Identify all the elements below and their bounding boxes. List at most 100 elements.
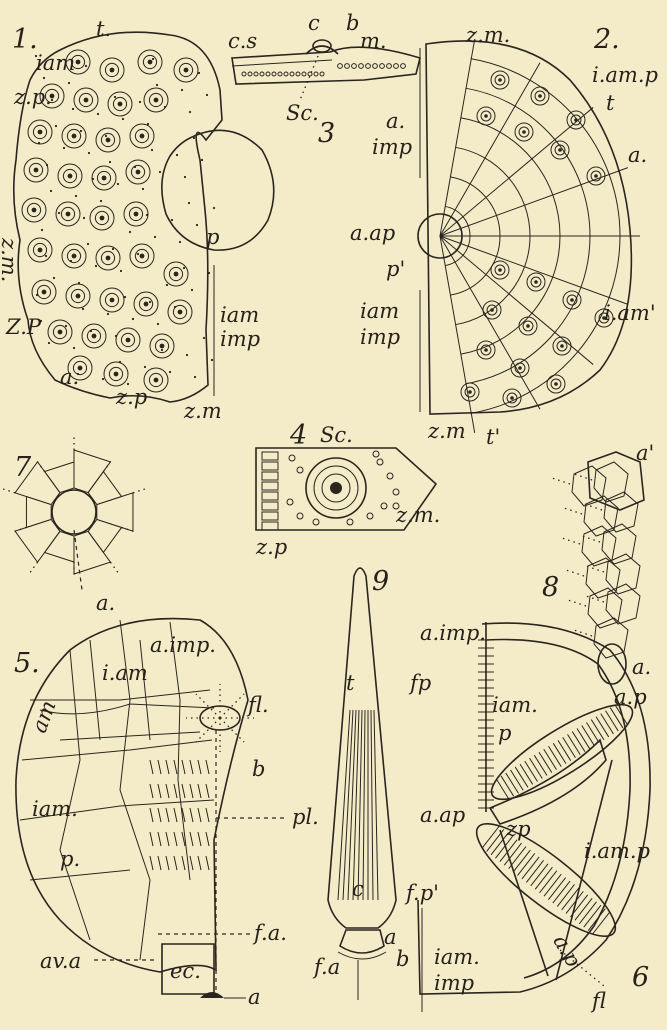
- fig9-label-c: c: [352, 877, 364, 901]
- fig1-dots: [35, 55, 215, 385]
- fig5-spicule: [150, 832, 153, 846]
- fig1-label-iam-imp-1: iam: [220, 303, 259, 327]
- fig9-label-a: a: [384, 925, 397, 949]
- fig6-label-a-imp: a.imp.: [420, 621, 486, 645]
- fig6-hatch: [509, 847, 526, 869]
- fig4-granule: [289, 455, 295, 461]
- fig1-tubercle-mamelon: [38, 248, 43, 253]
- fig1-granule: [68, 82, 70, 84]
- fig3-pore: [320, 72, 324, 76]
- fig8-plates: [552, 452, 644, 658]
- fig6-hatch: [591, 720, 604, 740]
- fig1-granule: [122, 118, 124, 120]
- fig4-granule: [347, 519, 353, 525]
- fig2-tubercle-mamelon: [526, 324, 530, 328]
- fig7-periproct: [52, 490, 96, 534]
- fig1-granule: [174, 306, 176, 308]
- fig1-tubercle-mamelon: [84, 98, 89, 103]
- fig7-ray: [110, 562, 119, 575]
- fig1-granule: [38, 142, 40, 144]
- fig2-tubercle-mamelon: [538, 94, 542, 98]
- fig5-label-pl: pl.: [292, 805, 319, 829]
- fig6-hatch: [596, 717, 609, 737]
- fig6-hatch: [577, 728, 590, 748]
- fig2-number: 2.: [593, 24, 620, 55]
- fig1-granule: [119, 361, 121, 363]
- fig1-number: 1.: [12, 24, 38, 55]
- fig5-plate-line: [140, 640, 150, 740]
- fig1-tubercle-mamelon: [76, 60, 81, 65]
- fig1-granule: [198, 72, 200, 74]
- fig1-granule: [72, 108, 74, 110]
- fig1-tubercle-mamelon: [118, 102, 123, 107]
- fig3-pore: [248, 72, 252, 76]
- fig1-granule: [41, 229, 43, 231]
- fig1-tubercle-mamelon: [110, 298, 115, 303]
- fig2-tubercle-mamelon: [510, 396, 514, 400]
- fig1-tubercle-mamelon: [114, 372, 119, 377]
- fig1-granule: [189, 111, 191, 113]
- fig2-test-outline: [426, 41, 631, 414]
- fig1-granule: [112, 248, 114, 250]
- fig5-spicule: [198, 784, 201, 798]
- fig9-stria: [363, 710, 365, 900]
- fig1-granule: [87, 243, 89, 245]
- fig2-label-iam-imp-1: iam: [360, 299, 399, 323]
- fig1-tubercle-mamelon: [100, 216, 105, 221]
- fig9-stria: [371, 710, 373, 900]
- fig5-spicule: [166, 856, 169, 870]
- fig3-granule: [366, 64, 371, 69]
- fig5-spicule: [206, 808, 209, 822]
- fig8-ray: [582, 536, 600, 542]
- fig2-label-a-imp-1: a.: [386, 109, 405, 133]
- fig1-tubercle-mamelon: [106, 256, 111, 261]
- fig4-granule: [377, 459, 383, 465]
- fig1-granule: [114, 96, 116, 98]
- fig4-pore-pair: [262, 452, 278, 460]
- fig4-granule: [393, 489, 399, 495]
- fig1-granule: [208, 272, 210, 274]
- fig8-bulb: [598, 644, 626, 684]
- fig7-ray: [28, 562, 37, 575]
- fig1-tubercle-mamelon: [154, 98, 159, 103]
- fig4-granule: [297, 467, 303, 473]
- fig6-hatch: [496, 779, 509, 799]
- fig1-granule: [146, 214, 148, 216]
- fig6-hatch: [526, 860, 543, 882]
- fig4-pore-pair: [262, 472, 278, 480]
- fig5-label-a: a: [248, 985, 261, 1009]
- fig1-granule: [55, 125, 57, 127]
- fig5-spicule: [174, 856, 177, 870]
- fig6-hatch: [553, 743, 566, 763]
- fig4-label-zp: z.p: [255, 535, 287, 559]
- fig3-granule: [387, 64, 392, 69]
- fig2-label-iam-imp-2: imp: [360, 325, 400, 349]
- fig1-granule: [203, 337, 205, 339]
- fig6-label-iam-imp-1: iam.: [434, 945, 480, 969]
- fig1-granule: [184, 176, 186, 178]
- fig1-granule: [157, 323, 159, 325]
- fig5-label-iam-1: i.am: [102, 661, 148, 685]
- fig1-tubercle-mamelon: [42, 290, 47, 295]
- fig6-hatch: [522, 857, 539, 879]
- fig1-label-zp-bottom: z.p: [115, 385, 147, 409]
- fig3-pore: [290, 72, 294, 76]
- fig5-label-am: am: [27, 697, 61, 736]
- fig1-granule: [43, 77, 45, 79]
- fig5-spicule: [206, 832, 209, 846]
- fig5-spicule: [174, 808, 177, 822]
- fig6-hatch: [570, 895, 587, 917]
- fig1-granule: [73, 347, 75, 349]
- fig3-pore: [266, 72, 270, 76]
- fig1-label-p: p: [206, 225, 219, 249]
- fig2-tubercle-mamelon: [490, 308, 494, 312]
- fig9-label-b: b: [396, 947, 409, 971]
- fig1-granule: [65, 325, 67, 327]
- fig6-label-a-ap: a.ap: [420, 803, 465, 827]
- fig6-hatch: [568, 734, 581, 754]
- fig5-spicule: [158, 832, 161, 846]
- fig2-label-zm-top: z.m.: [465, 23, 510, 47]
- fig1-granule: [85, 65, 87, 67]
- fig3-label-b: b: [346, 11, 359, 35]
- fig2-tubercle-mamelon: [498, 268, 502, 272]
